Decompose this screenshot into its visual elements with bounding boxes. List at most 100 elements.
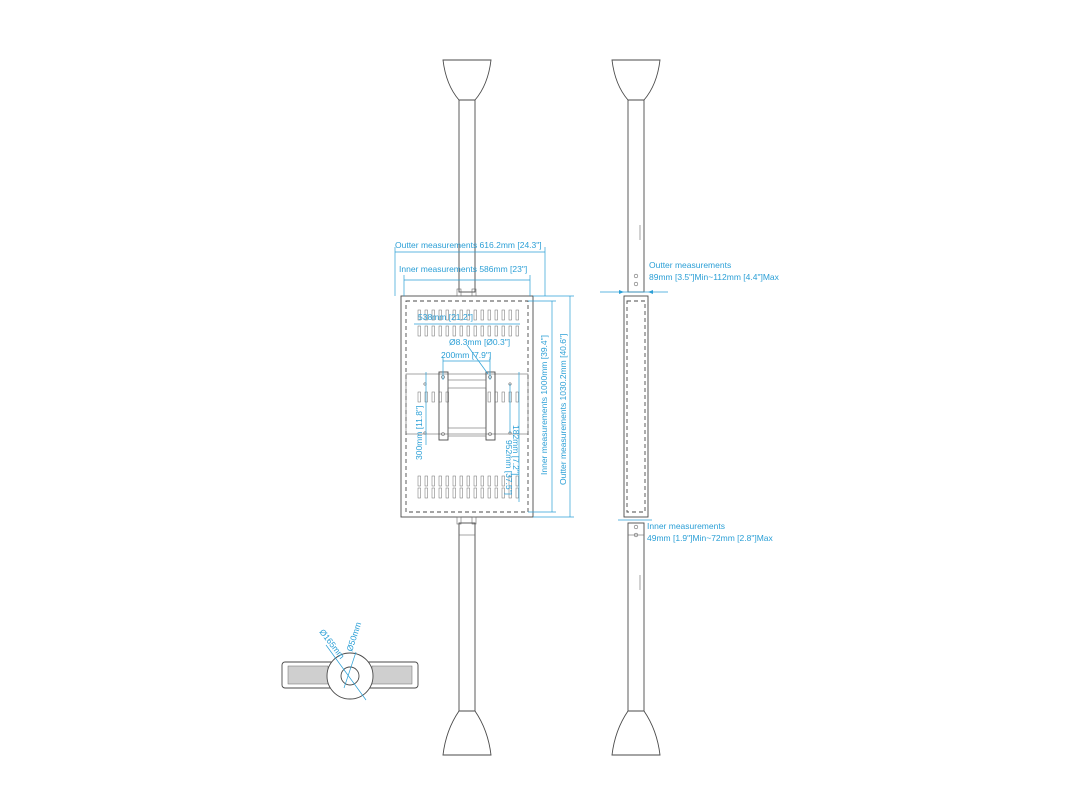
arrow (648, 290, 653, 294)
vent-slot (452, 325, 456, 337)
inner-depth-value: 49mm [1.9"]Min~72mm [2.8"]Max (647, 533, 774, 543)
vent-slot (445, 309, 449, 321)
side-pole-top-flare (611, 59, 661, 101)
vent-slot (501, 309, 505, 321)
vent-slot (480, 309, 484, 321)
vent-slot (508, 487, 512, 499)
vent-slot (431, 487, 435, 499)
vent-slot (452, 309, 456, 321)
vent-slot (508, 309, 512, 321)
frame-top-bracket-right (471, 288, 477, 297)
side-mount-frame (623, 295, 649, 518)
vesa-crossbar-bottom (447, 427, 487, 437)
base-dim-50 (343, 651, 357, 689)
vesa-arm-right (485, 371, 496, 441)
vent-slot (459, 325, 463, 337)
vent-slot (445, 325, 449, 337)
vent-slot (473, 487, 477, 499)
inner-depth-title: Inner measurements (647, 521, 725, 531)
vent-slot (438, 309, 442, 321)
side-pole-upper-shaft (627, 99, 645, 293)
front-dimension-lines (394, 247, 574, 518)
side-pole-hole (633, 281, 639, 287)
vent-slot (487, 325, 491, 337)
vent-slot (466, 487, 470, 499)
vent-slot (445, 475, 449, 487)
vent-slot (501, 475, 505, 487)
vent-slot (494, 309, 498, 321)
vent-slot (508, 325, 512, 337)
frame-bottom-bracket-right (471, 516, 477, 525)
outer-width-label: Outter measurements 616.2mm [24.3"] (395, 240, 542, 250)
vent-slot (431, 391, 435, 403)
side-dimension-lines (600, 290, 668, 521)
vesa-300-label: 300mm [11.8"] (414, 406, 424, 460)
base-detail (281, 644, 419, 701)
vent-slot (417, 487, 421, 499)
vent-slot (438, 487, 442, 499)
frame-middle-band (405, 373, 529, 435)
vent-slot (515, 487, 519, 499)
vent-slot (480, 475, 484, 487)
vent-slot (417, 475, 421, 487)
vesa-arm-left (438, 371, 449, 441)
vent-slot (431, 325, 435, 337)
side-frame-outer (623, 295, 649, 518)
side-pole (611, 59, 661, 756)
vent-slot (501, 487, 505, 499)
vent-slot (515, 325, 519, 337)
base-inner-diameter-label: Ø50mm (344, 621, 363, 653)
front-pole (442, 59, 492, 756)
vent-slot (473, 325, 477, 337)
vent-slot (445, 487, 449, 499)
frame-outer (400, 295, 534, 518)
front-pole-lower-shaft (458, 522, 476, 712)
vesa-plate (423, 371, 512, 441)
outer-depth-value: 89mm [3.5"]Min~112mm [4.4"]Max (649, 272, 780, 282)
arrow (619, 290, 624, 294)
vent-slot (424, 487, 428, 499)
vent-slot (431, 309, 435, 321)
vent-slot (487, 475, 491, 487)
vent-slot (480, 487, 484, 499)
dim-952-label: 952mm [37.5"] (504, 440, 514, 495)
vent-slot (480, 325, 484, 337)
outer-height-label: Outter measurements 1030.2mm [40.6"] (558, 334, 568, 485)
side-pole-lower-shaft (627, 522, 645, 712)
vent-slot (487, 487, 491, 499)
vent-slot (494, 325, 498, 337)
vent-slot (452, 475, 456, 487)
vesa-200-label: 200mm [7.9"] (441, 350, 491, 360)
vent-slot (501, 391, 505, 403)
hole-diameter-label: Ø8.3mm [Ø0.3"] (449, 337, 510, 347)
vent-slot (459, 309, 463, 321)
width-538-label: 538mm [21.2"] (418, 312, 473, 322)
vent-slots (417, 309, 519, 499)
vent-slot (459, 475, 463, 487)
base-inner-ring (340, 666, 360, 686)
vent-slot (466, 475, 470, 487)
dim-leader-hole (466, 344, 489, 375)
base-texture-right (371, 665, 413, 685)
vent-slot (515, 475, 519, 487)
base-outer-ring (326, 652, 374, 700)
base-texture-left (287, 665, 329, 685)
vent-slot (431, 475, 435, 487)
side-pole-hole (633, 532, 639, 538)
frame-top-bracket-left (456, 288, 462, 297)
vent-slot (417, 309, 421, 321)
frame-bottom-bracket-left (456, 516, 462, 525)
vent-slot (438, 325, 442, 337)
vent-slot (417, 391, 421, 403)
vesa-hole (441, 432, 445, 436)
outer-depth-title: Outter measurements (649, 260, 731, 270)
vent-slot (424, 475, 428, 487)
vent-slot (515, 391, 519, 403)
base-dim-165 (325, 644, 367, 701)
dim-182-label: 182mm [7.2"] (511, 425, 521, 475)
vent-slot (487, 309, 491, 321)
inner-height-label: Inner measurements 1000mm [39.4"] (539, 335, 549, 475)
vent-slot (473, 309, 477, 321)
